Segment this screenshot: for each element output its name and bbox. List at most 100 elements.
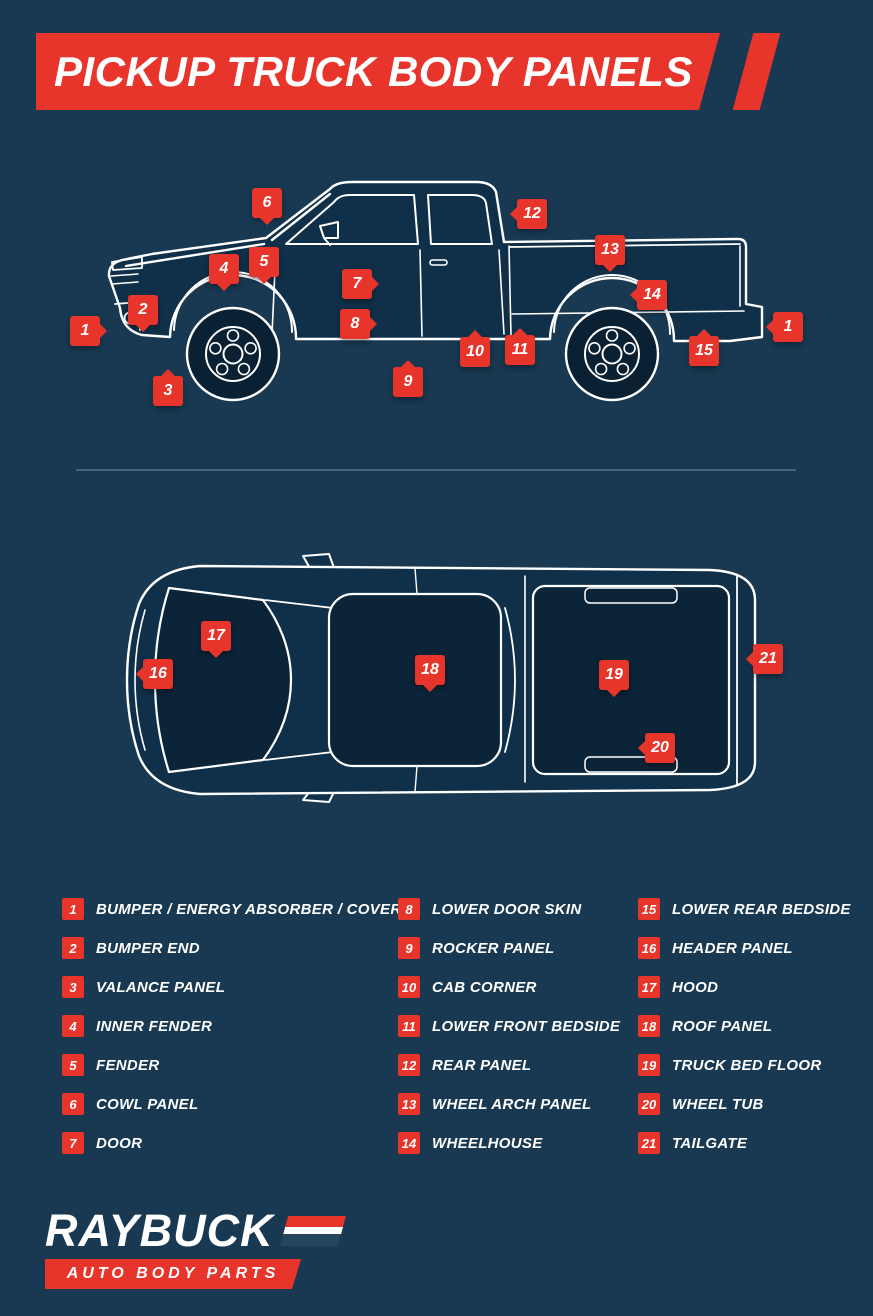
- legend-item-14: 14 WHEELHOUSE: [398, 1132, 634, 1154]
- legend-item-7: 7 DOOR: [62, 1132, 392, 1154]
- legend-number-badge: 6: [62, 1093, 84, 1115]
- legend-number-badge: 4: [62, 1015, 84, 1037]
- legend-label: VALANCE PANEL: [96, 978, 226, 996]
- logo-tagline-text: AUTO BODY PARTS: [66, 1265, 280, 1282]
- legend-label: BUMPER / ENERGY ABSORBER / COVER: [96, 900, 402, 918]
- logo-tagline-banner: AUTO BODY PARTS: [45, 1259, 301, 1289]
- legend-number-badge: 9: [398, 937, 420, 959]
- legend-number-badge: 16: [638, 937, 660, 959]
- door-rear-seam: [419, 249, 423, 337]
- legend-number-badge: 19: [638, 1054, 660, 1076]
- legend-label: COWL PANEL: [96, 1095, 199, 1113]
- legend-number-badge: 21: [638, 1132, 660, 1154]
- legend-item-18: 18 ROOF PANEL: [638, 1015, 860, 1037]
- legend-item-1: 1 BUMPER / ENERGY ABSORBER / COVER: [62, 898, 401, 920]
- cab-corner-seam: [498, 249, 505, 335]
- legend-number-badge: 20: [638, 1093, 660, 1115]
- wheel-tub-bottom: [584, 756, 678, 773]
- legend-number-badge: 14: [398, 1132, 420, 1154]
- legend-number-badge: 5: [62, 1054, 84, 1076]
- legend-number-badge: 10: [398, 976, 420, 998]
- legend-label: HEADER PANEL: [672, 939, 793, 957]
- legend-number-badge: 15: [638, 898, 660, 920]
- legend-label: TRUCK BED FLOOR: [672, 1056, 822, 1074]
- logo-top-row: RAYBUCK: [45, 1208, 346, 1253]
- wheel-tub-top: [584, 587, 678, 604]
- legend-number-badge: 7: [62, 1132, 84, 1154]
- legend-item-8: 8 LOWER DOOR SKIN: [398, 898, 634, 920]
- legend-number-badge: 1: [62, 898, 84, 920]
- truck-side-view-illustration: [107, 180, 764, 402]
- legend-number-badge: 17: [638, 976, 660, 998]
- legend-label: HOOD: [672, 978, 719, 996]
- legend-label: WHEELHOUSE: [432, 1134, 543, 1152]
- windshield-line: [270, 192, 332, 242]
- legend-label: WHEEL TUB: [672, 1095, 764, 1113]
- logo-flag-icon: [279, 1215, 346, 1246]
- legend-number-badge: 11: [398, 1015, 420, 1037]
- door-seam-bottom: [414, 765, 418, 793]
- parts-legend: 1 BUMPER / ENERGY ABSORBER / COVER 2 BUMPER…: [0, 898, 873, 1168]
- legend-label: BUMPER END: [96, 939, 200, 957]
- roof-panel: [327, 592, 503, 768]
- legend-label: LOWER FRONT BEDSIDE: [432, 1017, 621, 1035]
- legend-label: ROCKER PANEL: [432, 939, 555, 957]
- legend-number-badge: 12: [398, 1054, 420, 1076]
- legend-item-2: 2 BUMPER END: [62, 937, 392, 959]
- banner-slash-decoration: [732, 33, 781, 110]
- raybuck-logo: RAYBUCK AUTO BODY PARTS: [45, 1208, 346, 1289]
- door-handle: [429, 259, 448, 266]
- headlight: [111, 256, 143, 271]
- door-seam-top: [414, 567, 418, 595]
- legend-item-20: 20 WHEEL TUB: [638, 1093, 860, 1115]
- legend-item-17: 17 HOOD: [638, 976, 860, 998]
- legend-label: LOWER REAR BEDSIDE: [672, 900, 851, 918]
- legend-label: REAR PANEL: [432, 1056, 532, 1074]
- header-banner: PICKUP TRUCK BODY PANELS: [36, 33, 720, 110]
- legend-column-3: 15 LOWER REAR BEDSIDE 16 HEADER PANEL 17 HOOD…: [638, 898, 860, 1171]
- section-divider: [76, 469, 796, 471]
- legend-label: DOOR: [96, 1134, 143, 1152]
- front-wheel: [185, 306, 281, 402]
- front-door-window: [285, 194, 419, 245]
- quarter-window: [427, 194, 493, 245]
- truck-bed-floor-panel: [531, 584, 731, 776]
- a-pillar-left-line: [264, 599, 334, 609]
- marker-number: 1: [783, 318, 793, 335]
- legend-item-4: 4 INNER FENDER: [62, 1015, 392, 1037]
- legend-item-12: 12 REAR PANEL: [398, 1054, 634, 1076]
- legend-item-13: 13 WHEEL ARCH PANEL: [398, 1093, 634, 1115]
- legend-label: ROOF PANEL: [672, 1017, 773, 1035]
- grille-lines: [110, 273, 139, 285]
- page-title: PICKUP TRUCK BODY PANELS: [54, 47, 693, 95]
- legend-number-badge: 2: [62, 937, 84, 959]
- truck-top-view-illustration: [125, 553, 757, 803]
- side-mirror: [319, 221, 339, 246]
- legend-item-6: 6 COWL PANEL: [62, 1093, 392, 1115]
- legend-label: CAB CORNER: [432, 978, 537, 996]
- legend-number-badge: 8: [398, 898, 420, 920]
- legend-column-2: 8 LOWER DOOR SKIN 9 ROCKER PANEL 10 CAB CORNE…: [398, 898, 634, 1171]
- legend-item-19: 19 TRUCK BED FLOOR: [638, 1054, 860, 1076]
- legend-item-21: 21 TAILGATE: [638, 1132, 860, 1154]
- cab-bed-gap: [508, 245, 512, 337]
- rear-window-line: [504, 607, 516, 753]
- hood-panel: [153, 586, 293, 774]
- legend-number-badge: 18: [638, 1015, 660, 1037]
- legend-item-10: 10 CAB CORNER: [398, 976, 634, 998]
- legend-column-1: 1 BUMPER / ENERGY ABSORBER / COVER 2 BUMPER…: [62, 898, 401, 1171]
- legend-label: WHEEL ARCH PANEL: [432, 1095, 592, 1113]
- legend-label: INNER FENDER: [96, 1017, 213, 1035]
- legend-label: TAILGATE: [672, 1134, 748, 1152]
- legend-number-badge: 13: [398, 1093, 420, 1115]
- legend-label: LOWER DOOR SKIN: [432, 900, 582, 918]
- hood-crease-line: [124, 242, 266, 268]
- a-pillar-right-line: [264, 751, 334, 761]
- rear-wheel: [564, 306, 660, 402]
- legend-item-15: 15 LOWER REAR BEDSIDE: [638, 898, 860, 920]
- bed-rail-line: [509, 243, 741, 248]
- legend-item-9: 9 ROCKER PANEL: [398, 937, 634, 959]
